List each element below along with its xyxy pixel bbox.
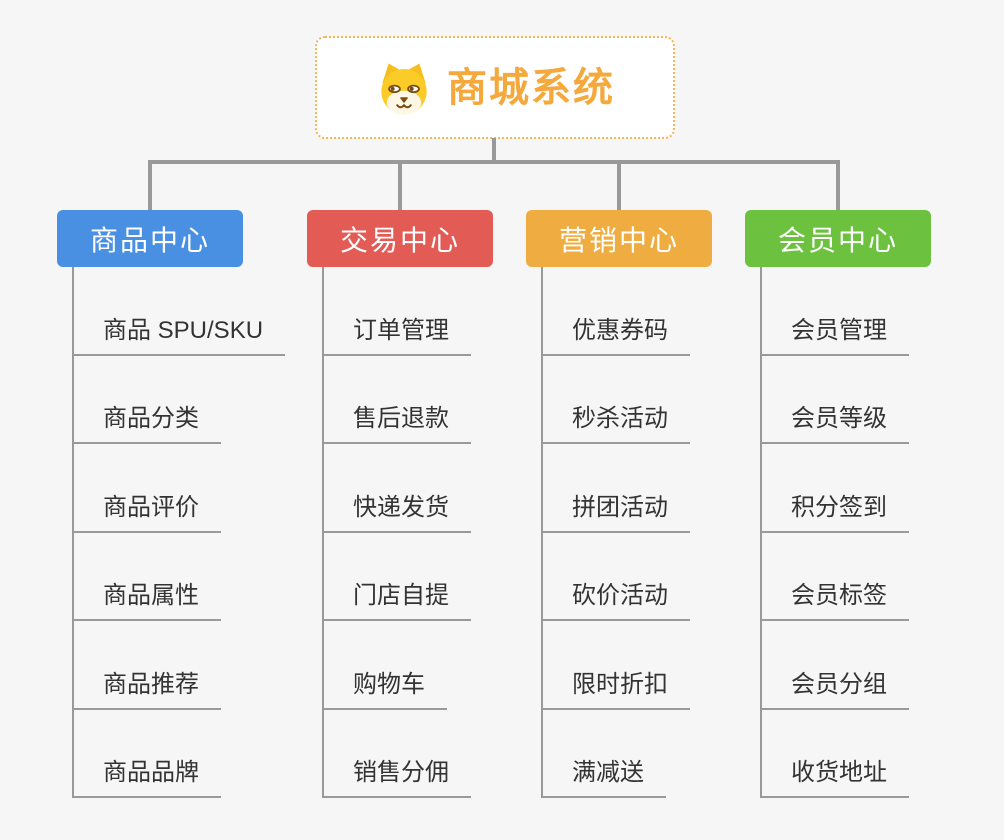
leaf-node[interactable]: 优惠券码	[541, 317, 690, 356]
connector-trunk	[541, 267, 543, 798]
branch-node-trade-center[interactable]: 交易中心	[307, 210, 493, 267]
branch-node-member-center[interactable]: 会员中心	[745, 210, 931, 267]
connector-horizontal	[148, 160, 840, 164]
leaf-node[interactable]: 秒杀活动	[541, 405, 690, 444]
leaf-node[interactable]: 满减送	[541, 759, 666, 798]
leaf-node[interactable]: 收货地址	[760, 759, 909, 798]
connector-branch-4-vertical	[836, 160, 840, 210]
root-title: 商城系统	[447, 65, 615, 110]
leaf-node[interactable]: 会员分组	[760, 671, 909, 710]
leaf-node[interactable]: 售后退款	[322, 405, 471, 444]
leaf-node[interactable]: 拼团活动	[541, 494, 690, 533]
leaf-node[interactable]: 会员等级	[760, 405, 909, 444]
leaf-node[interactable]: 商品属性	[72, 582, 221, 621]
branch-children-marketing-center: 优惠券码 秒杀活动 拼团活动 砍价活动 限时折扣 满减送	[541, 267, 791, 798]
branch-children-member-center: 会员管理 会员等级 积分签到 会员标签 会员分组 收货地址	[760, 267, 1004, 798]
dog-icon	[381, 63, 427, 114]
branch-node-marketing-center[interactable]: 营销中心	[526, 210, 712, 267]
leaf-node[interactable]: 门店自提	[322, 582, 471, 621]
leaf-node[interactable]: 商品分类	[72, 405, 221, 444]
root-node-mall-system[interactable]: 商城系统	[315, 36, 675, 139]
connector-root-vertical	[492, 138, 496, 164]
branch-children-trade-center: 订单管理 售后退款 快递发货 门店自提 购物车 销售分佣	[322, 267, 572, 798]
leaf-node[interactable]: 砍价活动	[541, 582, 690, 621]
connector-trunk	[760, 267, 762, 798]
leaf-node[interactable]: 商品推荐	[72, 671, 221, 710]
leaf-node[interactable]: 销售分佣	[322, 759, 471, 798]
leaf-node[interactable]: 订单管理	[322, 317, 471, 356]
leaf-node[interactable]: 快递发货	[322, 494, 471, 533]
leaf-node[interactable]: 会员标签	[760, 582, 909, 621]
connector-branch-2-vertical	[398, 160, 402, 210]
leaf-node[interactable]: 限时折扣	[541, 671, 690, 710]
connector-trunk	[322, 267, 324, 798]
leaf-node[interactable]: 会员管理	[760, 317, 909, 356]
connector-branch-1-vertical	[148, 160, 152, 210]
branch-children-product-center: 商品 SPU/SKU 商品分类 商品评价 商品属性 商品推荐 商品品牌	[72, 267, 322, 798]
leaf-node[interactable]: 积分签到	[760, 494, 909, 533]
connector-trunk	[72, 267, 74, 798]
leaf-node[interactable]: 商品品牌	[72, 759, 221, 798]
leaf-node[interactable]: 商品 SPU/SKU	[72, 317, 286, 356]
branch-node-product-center[interactable]: 商品中心	[57, 210, 243, 267]
leaf-node[interactable]: 商品评价	[72, 494, 221, 533]
leaf-node[interactable]: 购物车	[322, 671, 447, 710]
connector-branch-3-vertical	[617, 160, 621, 210]
